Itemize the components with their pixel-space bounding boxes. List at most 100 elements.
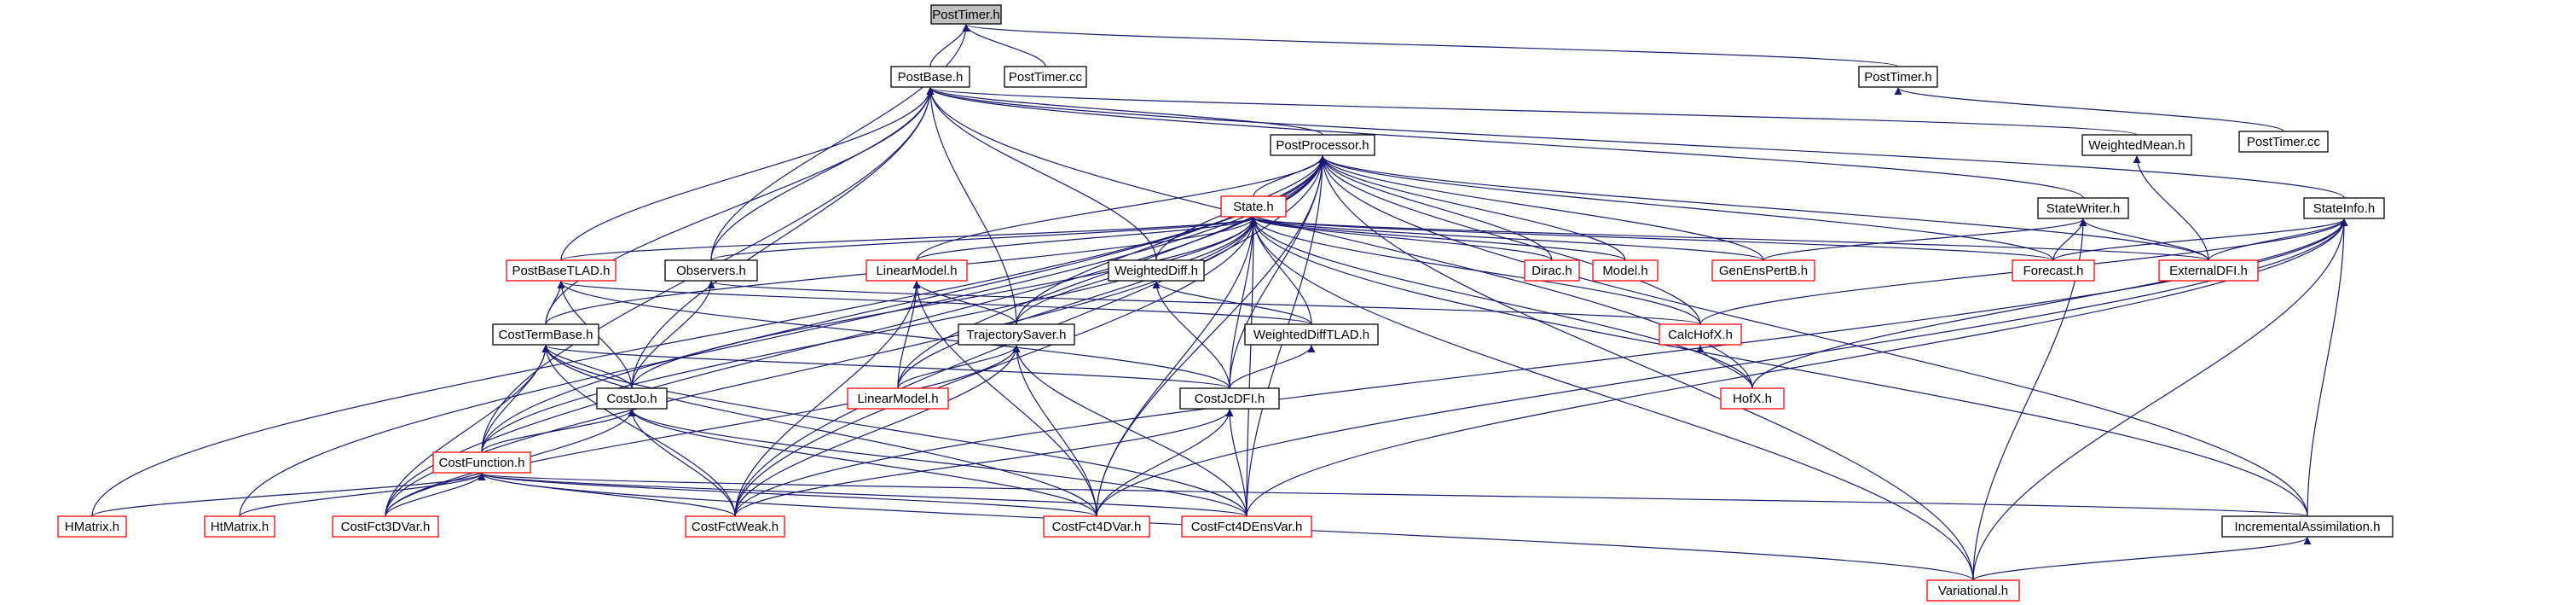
node-label: PostTimer.cc: [1009, 70, 1083, 84]
graph-node-forecast-h[interactable]: Forecast.h: [2012, 259, 2095, 282]
include-edge: [1318, 155, 1701, 325]
node-box: [1043, 515, 1150, 538]
include-edge: [912, 281, 1097, 517]
include-edge: [628, 409, 1247, 517]
graph-node-genenspertb-h[interactable]: GenEnsPertB.h: [1711, 259, 1815, 282]
include-edge: [1763, 218, 2087, 261]
include-edge: [1096, 218, 2348, 517]
graph-node-hofx-h[interactable]: HofX.h: [1720, 387, 1785, 410]
graph-node-calchofx-h[interactable]: CalcHofX.h: [1658, 323, 1742, 346]
include-edge: [478, 473, 1097, 517]
graph-node-posttimer-cc-1[interactable]: PostTimer.cc: [1004, 66, 1087, 88]
graph-node-weighteddifftlad-h[interactable]: WeightedDiffTLAD.h: [1244, 323, 1379, 346]
include-edge: [557, 281, 1312, 325]
node-label: PostTimer.h: [932, 8, 999, 22]
include-edge: [631, 87, 935, 389]
node-box: [664, 259, 758, 282]
graph-node-trajectorysaver-h[interactable]: TrajectorySaver.h: [958, 323, 1075, 346]
include-edge: [1250, 217, 2209, 261]
include-edge: [545, 87, 935, 325]
include-edge: [1318, 155, 2308, 517]
include-edge: [734, 345, 1021, 517]
include-edge: [926, 87, 2084, 199]
graph-node-posttimer-h-2[interactable]: PostTimer.h: [1858, 66, 1938, 88]
node-label: CostTermBase.h: [499, 328, 593, 342]
graph-node-postprocessor-h[interactable]: PostProcessor.h: [1270, 134, 1375, 156]
include-edge: [541, 345, 1230, 389]
graph-node-stateinfo-h[interactable]: StateInfo.h: [2303, 197, 2385, 219]
graph-node-postbase-h[interactable]: PostBase.h: [890, 66, 970, 88]
graph-node-costfct4densvar-h[interactable]: CostFct4DEnsVar.h: [1181, 515, 1312, 538]
include-edge: [927, 87, 2138, 136]
graph-node-costfunction-h[interactable]: CostFunction.h: [432, 451, 531, 474]
node-box: [332, 515, 439, 538]
include-edge: [1249, 217, 2054, 261]
include-edge: [1249, 217, 1753, 389]
graph-node-externaldfi-h[interactable]: ExternalDFI.h: [2158, 259, 2259, 282]
graph-node-htmatrix-h[interactable]: HtMatrix.h: [204, 515, 275, 538]
include-edge: [926, 87, 2345, 199]
include-edge: [478, 473, 2308, 517]
graph-node-dirac-h[interactable]: Dirac.h: [1524, 259, 1580, 282]
include-edge: [560, 87, 935, 261]
graph-node-statewriter-h[interactable]: StateWriter.h: [2037, 197, 2129, 219]
include-edge: [926, 87, 1323, 136]
include-edge: [1229, 345, 1316, 389]
node-box: [2221, 515, 2394, 538]
node-label: LinearModel.h: [857, 392, 938, 406]
graph-node-weightedmean-h[interactable]: WeightedMean.h: [2081, 134, 2192, 156]
include-edge: [1318, 155, 2209, 261]
include-edge: [385, 345, 550, 517]
graph-node-hmatrix-h-1[interactable]: HMatrix.h: [57, 515, 127, 538]
node-box: [2037, 197, 2129, 219]
node-label: State.h: [1233, 200, 1274, 214]
node-box: [57, 515, 127, 538]
node-box: [432, 451, 531, 474]
node-box: [1524, 259, 1580, 282]
graph-node-weighteddiff-h[interactable]: WeightedDiff.h: [1108, 259, 1205, 282]
graph-node-incrementalassimilation-h[interactable]: IncrementalAssimilation.h: [2221, 515, 2394, 538]
include-edge: [1225, 409, 1247, 517]
include-edge: [1229, 217, 1258, 389]
node-box: [2238, 131, 2329, 153]
node-box: [204, 515, 275, 538]
include-edge: [912, 281, 1017, 325]
include-edge: [1096, 409, 1234, 517]
node-box: [1244, 323, 1379, 346]
graph-node-costfctweak-h[interactable]: CostFctWeak.h: [685, 515, 785, 538]
graph-node-costfct3dvar-h[interactable]: CostFct3DVar.h: [332, 515, 439, 538]
graph-node-costjo-h[interactable]: CostJo.h: [596, 387, 668, 410]
graph-node-linearmodel-h-1[interactable]: LinearModel.h: [865, 259, 968, 282]
node-label: StateWriter.h: [2046, 201, 2120, 216]
node-box: [1181, 515, 1312, 538]
graph-node-postbasetlad-h[interactable]: PostBaseTLAD.h: [506, 259, 617, 282]
include-edge: [557, 281, 1230, 389]
node-box: [492, 323, 599, 346]
include-edge: [1972, 537, 2312, 581]
node-box: [2012, 259, 2095, 282]
graph-node-costfct4dvar-h[interactable]: CostFct4DVar.h: [1043, 515, 1150, 538]
graph-node-state-h[interactable]: State.h: [1220, 195, 1287, 218]
graph-node-model-h[interactable]: Model.h: [1592, 259, 1658, 282]
include-edge: [631, 281, 715, 389]
graph-node-observers-h[interactable]: Observers.h: [664, 259, 758, 282]
include-edge: [541, 345, 1247, 517]
include-edge: [239, 473, 486, 517]
node-box: [1108, 259, 1205, 282]
graph-node-posttimer-cc-2[interactable]: PostTimer.cc: [2238, 131, 2329, 153]
include-edge: [1249, 217, 1764, 261]
graph-node-costjcdfi-h[interactable]: CostJcDFI.h: [1179, 387, 1280, 410]
node-box: [890, 66, 970, 88]
graph-node-costtermbase-h[interactable]: CostTermBase.h: [492, 323, 599, 346]
node-box: [1592, 259, 1658, 282]
include-edge: [1894, 87, 2284, 132]
node-box: [2081, 134, 2192, 156]
graph-node-linearmodel-h-2[interactable]: LinearModel.h: [847, 387, 949, 410]
node-label: CostJcDFI.h: [1195, 392, 1265, 406]
include-edge: [385, 345, 1021, 517]
include-edge: [710, 217, 1258, 261]
graph-node-variational-h[interactable]: Variational.h: [1926, 579, 2020, 602]
include-edge: [628, 409, 1097, 517]
node-box: [958, 323, 1075, 346]
